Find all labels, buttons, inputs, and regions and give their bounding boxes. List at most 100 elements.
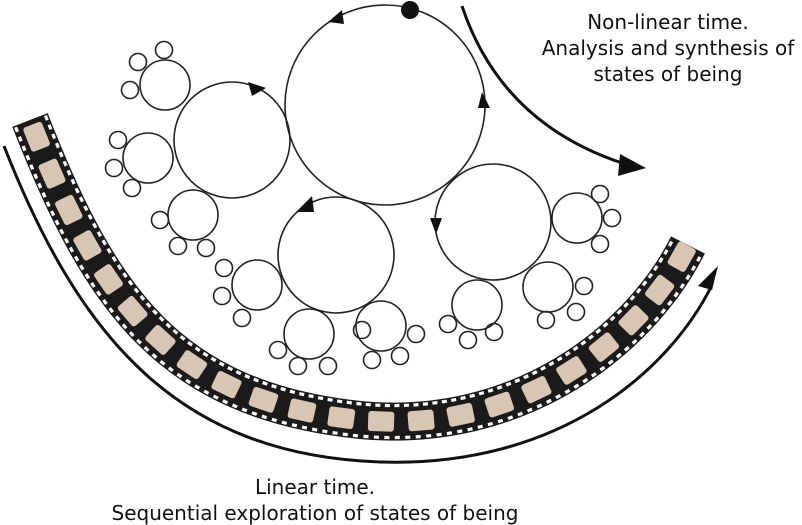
film-perforation (301, 425, 308, 430)
film-frame (327, 406, 356, 430)
cycle-tiny (438, 314, 458, 334)
film-perforation (50, 210, 56, 217)
film-perforation (37, 182, 43, 189)
film-perforation (96, 231, 103, 238)
cycle-tiny (104, 158, 124, 178)
cycle-arrow-icon (478, 92, 490, 108)
film-perforation (311, 427, 318, 432)
film-perforation (582, 377, 589, 384)
cycle-tiny (590, 184, 610, 204)
film-perforation (590, 371, 597, 378)
film-perforation (422, 402, 429, 406)
film-perforation (384, 403, 390, 408)
film-frame (287, 398, 317, 423)
cycle-tiny (108, 130, 128, 150)
film-perforation (425, 433, 432, 438)
film-perforation (607, 359, 614, 366)
film-frame (73, 230, 102, 261)
film-perforation (658, 257, 664, 264)
cycle-arrow-icon (248, 82, 266, 96)
film-perforation (631, 338, 638, 345)
cycle-arrow-icon (328, 10, 344, 24)
film-frame (645, 274, 675, 306)
film-perforation (673, 291, 679, 298)
film-frame (667, 241, 696, 272)
cycle-tiny (362, 350, 382, 370)
film-frame (407, 409, 435, 432)
cycle-tiny (406, 324, 426, 344)
film-perforation (641, 280, 648, 287)
film-perforation (317, 396, 324, 401)
nonlinear-time-arrow (460, 5, 646, 176)
film-perforation (663, 249, 669, 256)
film-perforation (185, 378, 192, 385)
film-perforation (375, 403, 381, 407)
cycle-tiny (128, 52, 148, 72)
film-perforation (517, 411, 524, 417)
film-perforation (231, 403, 238, 409)
nonlinear-label-line-2: Analysis and synthesis of (542, 36, 795, 60)
cycle-tiny (590, 234, 610, 254)
film-perforation (291, 423, 298, 428)
film-strip (12, 113, 705, 441)
film-perforation (469, 393, 476, 398)
film-perforation (179, 335, 186, 341)
film-frame (117, 296, 148, 327)
film-perforation (405, 435, 411, 439)
film-perforation (17, 136, 23, 142)
film-perforation (623, 302, 629, 308)
cycle-tiny (390, 346, 410, 366)
film-frame (521, 376, 552, 404)
film-perforation (54, 142, 60, 149)
film-perforation (548, 361, 555, 367)
cycle-tiny (196, 238, 216, 258)
nonlinear-label: Non-linear time. Analysis and synthesis … (542, 10, 795, 86)
film-frame (211, 370, 242, 399)
film-frame (556, 356, 587, 385)
film-perforation (540, 365, 547, 371)
film-perforation (227, 365, 234, 372)
cycle-tiny (232, 308, 252, 328)
film-perforation (203, 389, 210, 395)
film-perforation (152, 309, 158, 316)
film-frame (145, 325, 176, 355)
film-perforation (635, 287, 642, 294)
linear-time-arrow (2, 145, 718, 464)
film-perforation (572, 345, 579, 352)
film-perforation (101, 239, 107, 246)
film-perforation (595, 328, 602, 334)
film-perforation (289, 389, 296, 394)
film-perforation (151, 353, 158, 359)
film-perforation (73, 255, 80, 262)
film-perforation (45, 201, 51, 208)
film-frame (446, 402, 475, 427)
film-perforation (496, 385, 503, 390)
film-perforation (66, 169, 72, 176)
film-perforation (298, 391, 305, 397)
cycle-tiny (484, 322, 504, 342)
linear-label-line-1: Linear time. (255, 475, 375, 499)
cycle-small (283, 308, 335, 360)
cycle-arrow-icon (296, 196, 314, 212)
film-perforation (531, 370, 538, 376)
film-perforation (346, 400, 352, 405)
cycle-small (231, 259, 283, 311)
film-perforation (523, 374, 529, 380)
film-perforation (21, 145, 27, 152)
film-perforation (25, 154, 31, 161)
film-perforation (127, 279, 134, 286)
cycle-small (355, 300, 407, 352)
film-perforation (111, 256, 117, 263)
film-perforation (639, 331, 645, 338)
film-perforation (96, 290, 102, 297)
film-perforation (342, 432, 348, 437)
film-perforation (587, 334, 594, 340)
film-frame (94, 264, 123, 295)
cycle-tiny (120, 80, 140, 100)
film-perforation (487, 421, 494, 427)
film-perforation (564, 388, 571, 395)
film-perforation (356, 401, 362, 406)
film-perforation (62, 160, 68, 167)
film-perforation (33, 173, 39, 180)
